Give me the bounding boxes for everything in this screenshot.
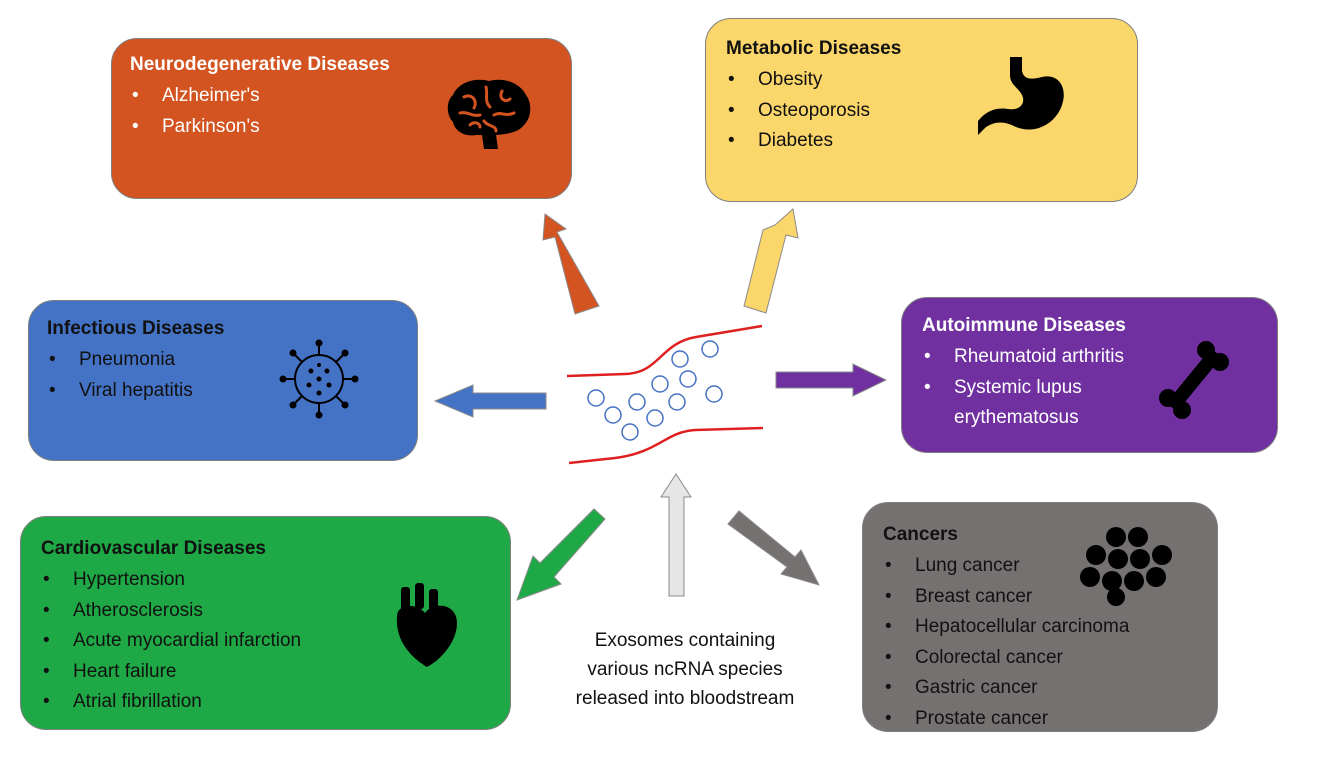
arrow-to-neurodegenerative <box>542 213 600 315</box>
list-item: Hypertension <box>41 565 490 596</box>
disease-list: Alzheimer's Parkinson's <box>130 81 553 142</box>
disease-list: Lung cancer Breast cancer Hepatocellular… <box>883 551 1197 734</box>
exosome <box>705 385 723 403</box>
caption-line: various ncRNA species <box>587 659 783 680</box>
list-item: Hepatocellular carcinoma <box>883 612 1197 643</box>
list-item: Viral hepatitis <box>47 376 399 407</box>
category-title: Autoimmune Diseases <box>922 315 1126 336</box>
category-title: Neurodegenerative Diseases <box>130 54 390 75</box>
arrow-to-autoimmune <box>775 363 888 397</box>
cells-icon <box>1080 527 1172 606</box>
caption-line: released into bloodstream <box>575 688 795 709</box>
category-title: Cardiovascular Diseases <box>41 538 266 559</box>
category-title: Infectious Diseases <box>47 318 225 339</box>
brain-icon <box>447 79 531 149</box>
exosome <box>668 393 686 411</box>
exosome <box>587 389 605 407</box>
disease-list: Hypertension Atherosclerosis Acute myoca… <box>41 565 490 718</box>
virus-icon <box>279 339 359 419</box>
exosome <box>701 340 719 358</box>
arrow-to-infectious <box>433 384 547 418</box>
category-neurodegenerative: Neurodegenerative Diseases Alzheimer's P… <box>111 38 572 199</box>
arrow-to-metabolic <box>743 208 799 314</box>
exosome <box>621 423 639 441</box>
arrow-center-up <box>660 473 692 597</box>
list-item: erythematosus <box>954 407 1079 428</box>
stomach-icon <box>978 57 1064 135</box>
list-item: Parkinson's <box>130 112 553 143</box>
category-title: Cancers <box>883 524 958 545</box>
list-item: Systemic lupus <box>922 373 1257 404</box>
list-item: Prostate cancer <box>883 704 1197 735</box>
bone-icon <box>1159 341 1229 419</box>
category-cardiovascular: Cardiovascular Diseases Hypertension Ath… <box>20 516 511 730</box>
disease-list: Rheumatoid arthritis Systemic lupus eryt… <box>922 342 1257 434</box>
disease-list: Obesity Osteoporosis Diabetes <box>726 65 1117 157</box>
arrow-to-cardiovascular <box>516 508 606 601</box>
exosome-particles <box>587 340 723 441</box>
disease-list: Pneumonia Viral hepatitis <box>47 345 399 406</box>
category-cancers: Cancers Lung cancer Breast cancer Hepato… <box>862 502 1218 734</box>
exosome <box>651 375 669 393</box>
list-item: Pneumonia <box>47 345 399 376</box>
heart-icon <box>396 583 457 667</box>
list-item: Acute myocardial infarction <box>41 626 490 657</box>
list-item: Atherosclerosis <box>41 596 490 627</box>
exosome <box>671 350 689 368</box>
list-item: Colorectal cancer <box>883 643 1197 674</box>
exosome <box>604 406 622 424</box>
caption-line: Exosomes containing <box>594 630 776 651</box>
category-title: Metabolic Diseases <box>726 38 902 59</box>
list-item: Atrial fibrillation <box>41 687 490 718</box>
category-metabolic: Metabolic Diseases Obesity Osteoporosis … <box>705 18 1138 202</box>
exosome <box>679 370 697 388</box>
blood-vessel-icon <box>566 324 764 465</box>
list-item: Breast cancer <box>883 582 1197 613</box>
category-autoimmune: Autoimmune Diseases Rheumatoid arthritis… <box>901 297 1278 453</box>
list-item: Lung cancer <box>883 551 1197 582</box>
list-item: Rheumatoid arthritis <box>922 342 1257 373</box>
list-item: Obesity <box>726 65 1117 96</box>
list-item: Osteoporosis <box>726 96 1117 127</box>
list-item: Alzheimer's <box>130 81 553 112</box>
list-item: Gastric cancer <box>883 673 1197 704</box>
list-item: Heart failure <box>41 657 490 688</box>
center-caption: Exosomes containing various ncRNA specie… <box>520 626 850 713</box>
category-infectious: Infectious Diseases Pneumonia Viral hepa… <box>28 300 418 461</box>
list-item: Diabetes <box>726 126 1117 157</box>
exosome <box>628 393 646 411</box>
arrow-to-cancers <box>727 510 820 586</box>
exosome <box>646 409 664 427</box>
